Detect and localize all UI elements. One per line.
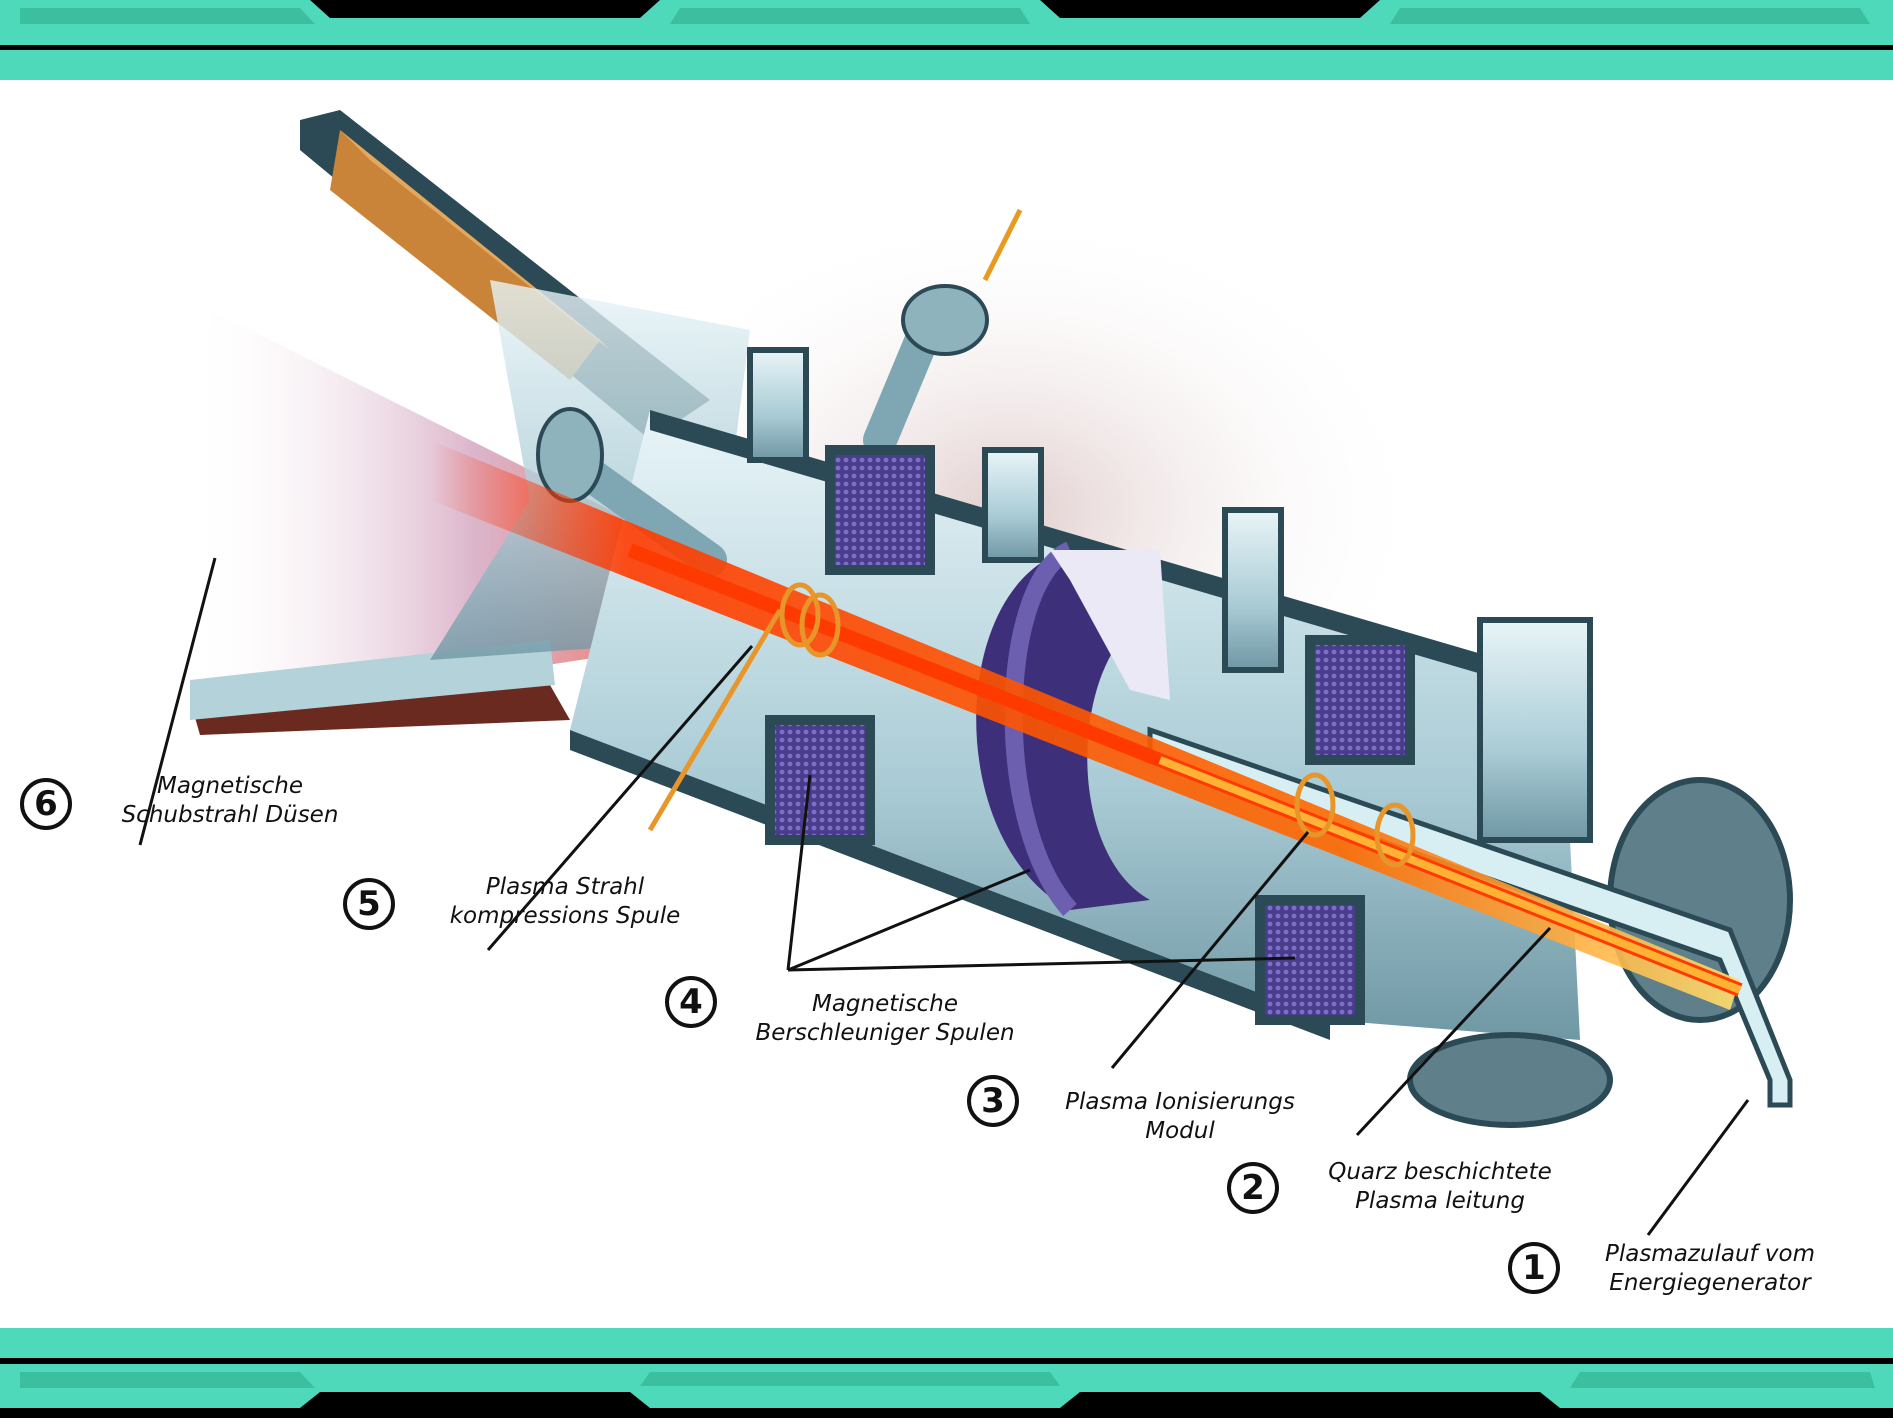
callout-6-label: Magnetische Schubstrahl Düsen	[90, 772, 370, 830]
callout-3-line2: Modul	[1145, 1118, 1215, 1144]
callout-2-line2: Plasma leitung	[1355, 1188, 1525, 1214]
compression-coils	[647, 582, 1416, 868]
accelerator-coils	[765, 445, 1415, 1025]
leader-lines	[138, 557, 1750, 1236]
callout-6-number: 6	[20, 778, 72, 830]
callout-4-number: 4	[665, 976, 717, 1028]
callout-5-line2: kompressions Spule	[449, 903, 681, 929]
callout-1-number: 1	[1508, 1242, 1560, 1294]
callout-5-line1: Plasma Strahl	[485, 874, 645, 900]
callout-2-line1: Quarz beschichtete	[1328, 1159, 1552, 1185]
callout-1-line2: Energiegenerator	[1609, 1270, 1811, 1296]
callout-5-number: 5	[343, 878, 395, 930]
diagram-panel: 6 Magnetische Schubstrahl Düsen 5 Plasma…	[10, 80, 1883, 1325]
callout-4-label: Magnetische Berschleuniger Spulen	[725, 990, 1045, 1048]
plasma-engine-diagram	[138, 110, 1793, 1236]
top-frame-border	[0, 0, 1893, 80]
callout-3-number: 3	[967, 1075, 1019, 1127]
callout-2-number: 2	[1227, 1162, 1279, 1214]
callout-1-line1: Plasmazulauf vom	[1604, 1241, 1816, 1267]
callout-6-line1: Magnetische	[156, 773, 304, 799]
callout-3-line1: Plasma Ionisierungs	[1065, 1089, 1295, 1115]
bottom-frame-border	[0, 1328, 1893, 1418]
callout-4-line2: Berschleuniger Spulen	[755, 1020, 1015, 1046]
callout-5-label: Plasma Strahl kompressions Spule	[415, 873, 715, 931]
callout-1-label: Plasmazulauf vom Energiegenerator	[1565, 1240, 1855, 1298]
callout-3-label: Plasma Ionisierungs Modul	[1030, 1088, 1330, 1146]
callout-2-label: Quarz beschichtete Plasma leitung	[1290, 1158, 1590, 1216]
callout-6-line2: Schubstrahl Düsen	[121, 802, 339, 828]
callout-4-line1: Magnetische	[811, 991, 959, 1017]
